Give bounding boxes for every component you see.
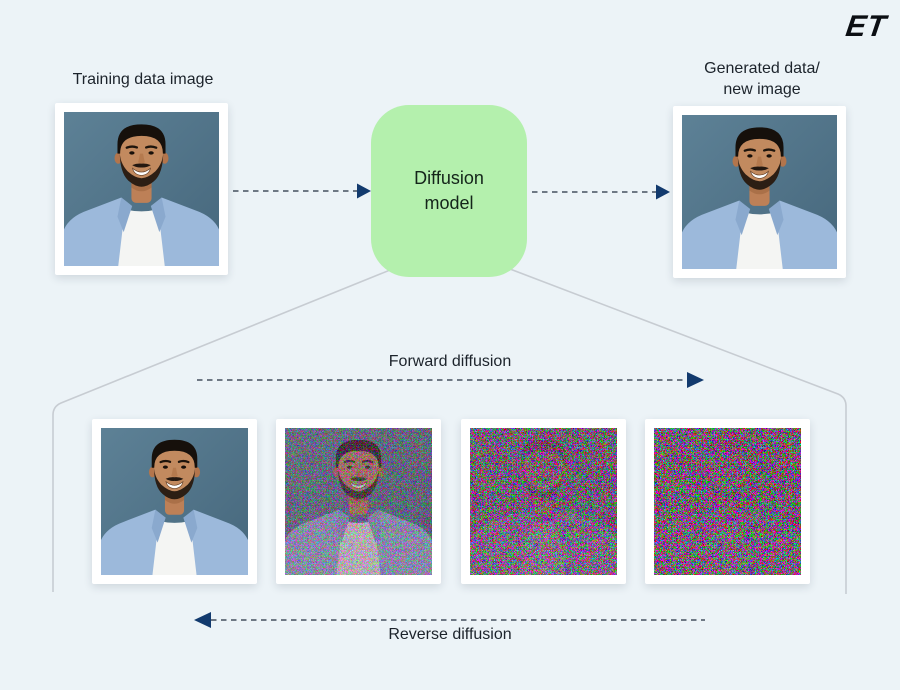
generated-image-label-line2: new image (723, 81, 801, 98)
diffusion-stage-1 (92, 419, 257, 584)
forward-diffusion-arrow (197, 372, 704, 388)
portrait-photo (64, 112, 219, 266)
forward-diffusion-label: Forward diffusion (388, 353, 512, 370)
diffusion-stage-2 (276, 419, 441, 584)
portrait-photo (682, 115, 837, 269)
funnel-connector-left (52, 265, 401, 592)
diffusion-stage-3 (461, 419, 626, 584)
generated-photo-frame (673, 106, 846, 278)
noise-overlay (470, 428, 617, 575)
training-photo-frame (55, 103, 228, 275)
reverse-diffusion-label: Reverse diffusion (388, 626, 512, 643)
generated-image-label-line1: Generated data/ (704, 60, 820, 77)
reverse-diffusion-arrow (194, 612, 705, 628)
portrait-photo (101, 428, 248, 575)
noise-overlay (654, 428, 801, 575)
portrait-photo (654, 428, 801, 575)
diffusion-model-label: Diffusion model (414, 168, 484, 213)
noise-overlay (285, 428, 432, 575)
funnel-connector-right (501, 265, 847, 594)
arrow-training-to-model (233, 183, 371, 199)
portrait-photo (470, 428, 617, 575)
training-image-label: Training data image (72, 71, 214, 88)
portrait-photo (285, 428, 432, 575)
diffusion-model-box: Diffusion model (371, 105, 527, 277)
generated-image-label: Generated data/ new image (658, 58, 866, 100)
brand-logo: ET (843, 10, 889, 43)
arrow-model-to-generated (532, 184, 670, 200)
diffusion-stage-4 (645, 419, 810, 584)
